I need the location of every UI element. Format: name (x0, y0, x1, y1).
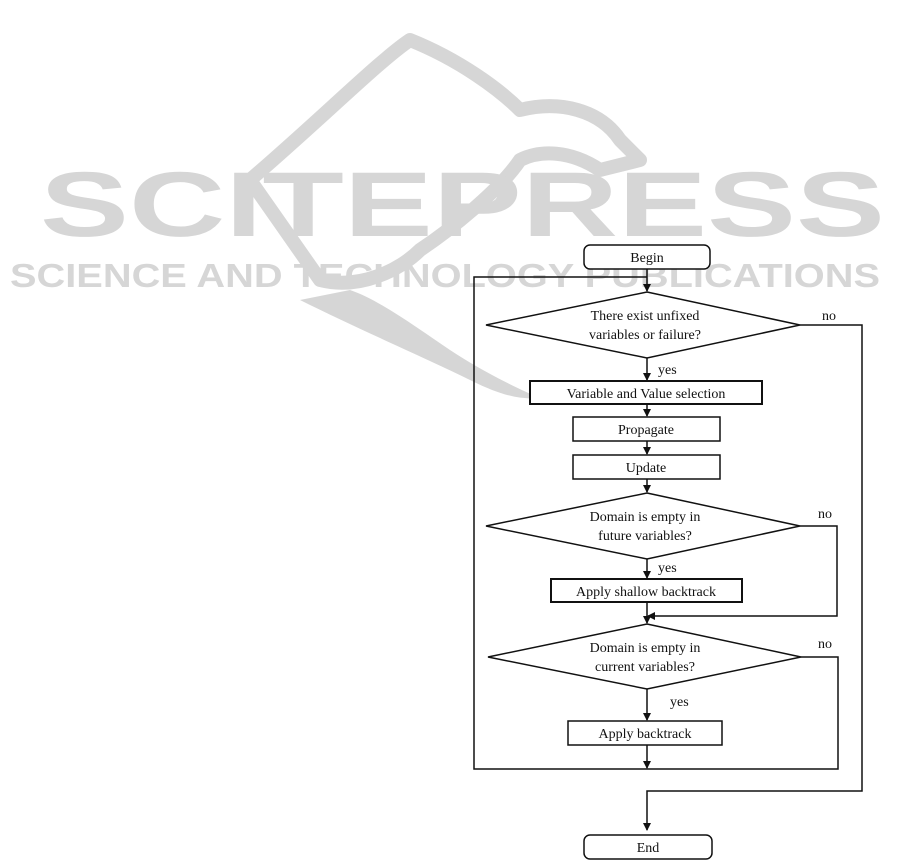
decision1-no-label: no (822, 309, 836, 324)
decision2-label-line1: Domain is empty in (590, 510, 701, 525)
decision2-label-line2: future variables? (598, 529, 692, 544)
apply-backtrack-label: Apply backtrack (599, 727, 692, 742)
watermark: SCITEPRESS SCIENCE AND TECHNOLOGY PUBLIC… (10, 40, 885, 398)
propagate-label: Propagate (618, 423, 674, 438)
decision3-yes-label: yes (670, 695, 689, 710)
end-label: End (637, 841, 660, 856)
decision2-diamond (486, 493, 800, 559)
decision2-yes-label: yes (658, 561, 677, 576)
decision1-yes-label: yes (658, 363, 677, 378)
decision3-diamond (488, 624, 801, 689)
decision3-label-line2: current variables? (595, 660, 695, 675)
update-label: Update (626, 461, 666, 476)
watermark-brand: SCITEPRESS (40, 154, 885, 256)
decision3-label-line1: Domain is empty in (590, 641, 701, 656)
begin-label: Begin (630, 251, 663, 266)
decision1-label-line1: There exist unfixed (591, 309, 700, 324)
decision2-no-label: no (818, 507, 832, 522)
watermark-swoosh (300, 290, 540, 398)
decision1-diamond (486, 292, 800, 358)
apply-shallow-backtrack-label: Apply shallow backtrack (576, 585, 716, 600)
watermark-tagline: SCIENCE AND TECHNOLOGY PUBLICATIONS (10, 257, 880, 294)
decision1-label-line2: variables or failure? (589, 328, 701, 343)
decision3-no-label: no (818, 637, 832, 652)
variable-value-selection-label: Variable and Value selection (567, 387, 726, 402)
